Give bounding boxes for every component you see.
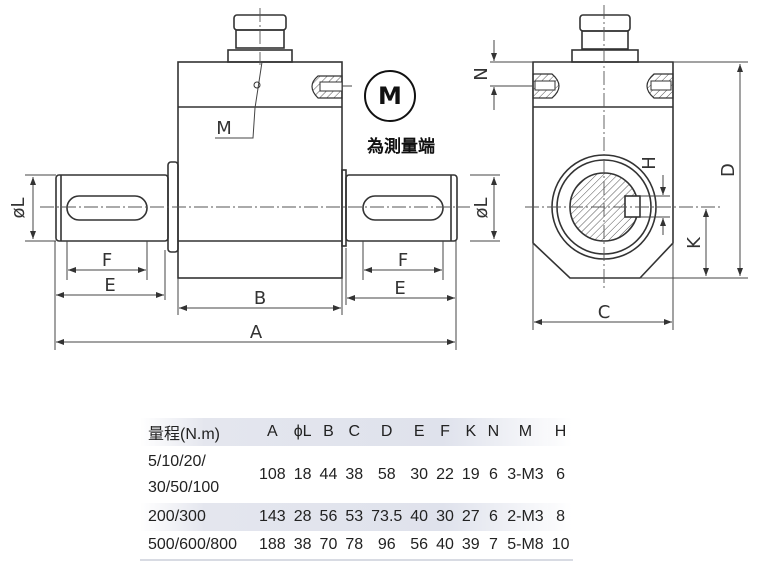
value-cell: 78: [341, 531, 368, 561]
value-cell: 143: [258, 508, 286, 525]
value-cell: 39: [457, 531, 484, 561]
table-row: 200/300 143 28 56 53 73.5 40 30 27 6 2-M…: [140, 503, 574, 531]
value-cell: 6: [556, 465, 566, 483]
range-cell: 500/600/800: [140, 531, 255, 561]
header-cell: C: [348, 423, 361, 440]
value-cell: 30: [410, 465, 429, 483]
value-cell: 10: [547, 531, 574, 561]
table-row: 500/600/800 188 38 70 78 96 56 40 39 7 5…: [140, 531, 574, 561]
header-cell: A: [267, 423, 278, 440]
header-cell: ϕL: [293, 423, 312, 440]
dim-label-e-right: E: [394, 278, 405, 299]
dim-label-f-right: F: [398, 250, 408, 271]
dim-label-e-left: E: [104, 275, 115, 296]
value-cell: 44: [319, 465, 338, 483]
dim-label-phil-left: øL: [8, 197, 29, 218]
right-shaft: [345, 174, 458, 242]
dim-label-f-left: F: [102, 250, 112, 271]
value-cell: 30: [436, 508, 454, 525]
value-cell: 19: [461, 465, 480, 483]
measuring-end-note: M 為測量端: [364, 70, 435, 157]
header-cell: M: [518, 423, 533, 440]
value-cell: 40: [432, 531, 458, 561]
range-cell: 5/10/20/30/50/100: [140, 446, 255, 503]
dim-label-a: A: [250, 322, 263, 343]
dim-label-n: N: [471, 67, 492, 80]
header-cell: N: [487, 423, 500, 440]
measuring-end-text: 為測量端: [367, 136, 435, 157]
value-cell: 70: [315, 531, 342, 561]
value-cell: 6: [489, 465, 498, 483]
side-view: N øL H K D C: [470, 5, 748, 330]
dim-label-h: H: [639, 156, 660, 170]
value-cell: 3-M3: [507, 465, 544, 483]
value-cell: 96: [367, 531, 407, 561]
front-view: M øL F E F E B A: [8, 8, 470, 350]
header-cell: D: [380, 423, 393, 440]
value-cell: 188: [254, 531, 290, 561]
value-cell: 18: [293, 465, 312, 483]
dim-label-b: B: [254, 288, 266, 309]
value-cell: 40: [410, 508, 429, 525]
header-cell: H: [554, 423, 567, 440]
value-cell: 27: [461, 508, 480, 525]
value-cell: 22: [436, 465, 454, 483]
table-header-row: 量程(N.m) A ϕL B C D E F K N M H: [140, 418, 574, 446]
table-row: 5/10/20/30/50/100 108 18 44 38 58 30 22 …: [140, 446, 573, 503]
dim-label-k: K: [684, 236, 705, 249]
header-cell: 量程(N.m): [148, 426, 220, 443]
value-cell: 56: [406, 531, 433, 561]
connector-side: [571, 14, 639, 63]
key: [624, 195, 641, 218]
header-cell: B: [323, 423, 334, 440]
right-keyway: [362, 195, 444, 221]
dim-label-m: M: [216, 118, 232, 139]
value-cell: 28: [293, 508, 312, 525]
value-cell: 38: [345, 465, 364, 483]
left-shaft: [55, 174, 169, 242]
range-cell: 200/300: [148, 508, 206, 525]
dim-label-phil-right: øL: [471, 197, 492, 218]
value-cell: 56: [319, 508, 338, 525]
value-cell: 38: [289, 531, 316, 561]
header-cell: K: [465, 423, 477, 440]
value-cell: 6: [489, 508, 498, 525]
value-cell: 5-M8: [503, 531, 548, 561]
range-line: 5/10/20/: [148, 452, 206, 470]
technical-drawing: M øL F E F E B A M: [8, 5, 748, 350]
header-cell: E: [413, 423, 425, 440]
value-cell: 8: [556, 508, 566, 525]
header-cell: F: [440, 423, 450, 440]
value-cell: 108: [258, 465, 286, 483]
left-keyway: [66, 195, 148, 221]
value-cell: 58: [377, 465, 396, 483]
m-symbol: M: [378, 82, 402, 110]
value-cell: 53: [345, 508, 364, 525]
value-cell: 73.5: [371, 508, 403, 525]
value-cell: 7: [483, 531, 504, 561]
value-cell: 2-M3: [507, 508, 544, 525]
range-line: 30/50/100: [148, 478, 220, 496]
dim-label-c: C: [598, 302, 611, 323]
dim-label-d: D: [718, 163, 739, 177]
spec-table: 量程(N.m) A ϕL B C D E F K N M H 5/10/20/3…: [140, 418, 574, 561]
